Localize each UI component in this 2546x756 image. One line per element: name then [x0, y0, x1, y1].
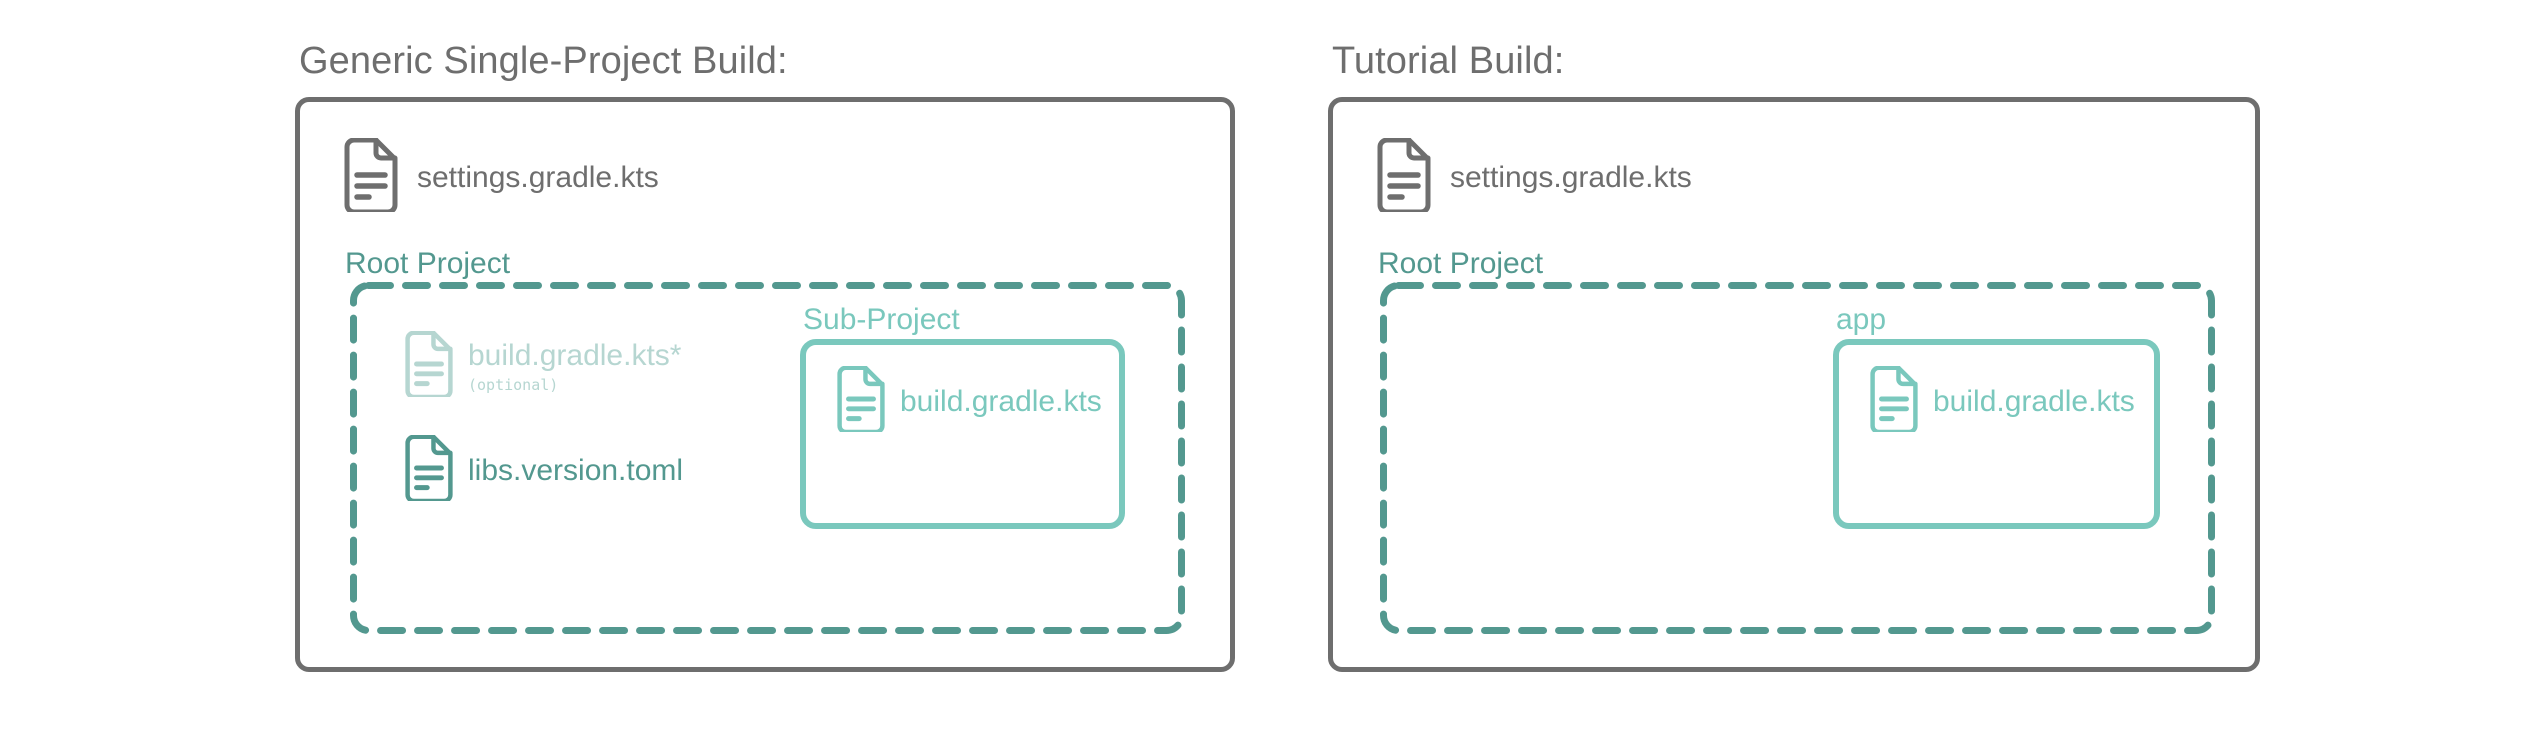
group-label-sub-project: Sub-Project: [803, 303, 960, 336]
panel-generic-single-project-build: Generic Single-Project Build: settings.g…: [295, 40, 1235, 680]
file-label-build-gradle-app: build.gradle.kts: [1933, 384, 2135, 418]
panel-tutorial-build: Tutorial Build: settings.gradle.kts Root…: [1328, 40, 2263, 680]
file-icon: [1868, 365, 1920, 437]
file-label-settings-gradle-generic: settings.gradle.kts: [417, 160, 659, 194]
file-row-build-gradle-app: build.gradle.kts: [1868, 365, 2135, 437]
root-project-dashed-box-tutorial: [1380, 282, 2215, 634]
file-row-settings-gradle-generic: settings.gradle.kts: [342, 137, 659, 217]
panel-title-generic: Generic Single-Project Build:: [299, 40, 788, 82]
app-box: [1833, 339, 2160, 529]
file-icon: [342, 137, 400, 217]
file-row-settings-gradle-tutorial: settings.gradle.kts: [1375, 137, 1692, 217]
file-label-settings-gradle-tutorial: settings.gradle.kts: [1450, 160, 1692, 194]
file-label-build-gradle-subproject: build.gradle.kts: [900, 384, 1102, 418]
file-icon: [403, 434, 455, 506]
file-row-build-gradle-optional: build.gradle.kts* (optional): [403, 330, 682, 402]
panel-title-tutorial: Tutorial Build:: [1332, 40, 1565, 82]
file-icon: [403, 330, 455, 402]
file-label-build-gradle-optional: build.gradle.kts*: [468, 338, 682, 372]
group-label-root-project-generic: Root Project: [345, 247, 511, 280]
file-icon: [1375, 137, 1433, 217]
group-label-root-project-tutorial: Root Project: [1378, 247, 1544, 280]
sub-project-box: [800, 339, 1125, 529]
file-label-libs-version-toml: libs.version.toml: [468, 453, 684, 487]
file-row-build-gradle-subproject: build.gradle.kts: [835, 365, 1102, 437]
file-icon: [835, 365, 887, 437]
root-project-dashed-box-generic: [350, 282, 1185, 634]
file-row-libs-version-toml: libs.version.toml: [403, 434, 684, 506]
group-label-app: app: [1836, 303, 1887, 336]
file-sublabel-optional: (optional): [468, 375, 559, 394]
